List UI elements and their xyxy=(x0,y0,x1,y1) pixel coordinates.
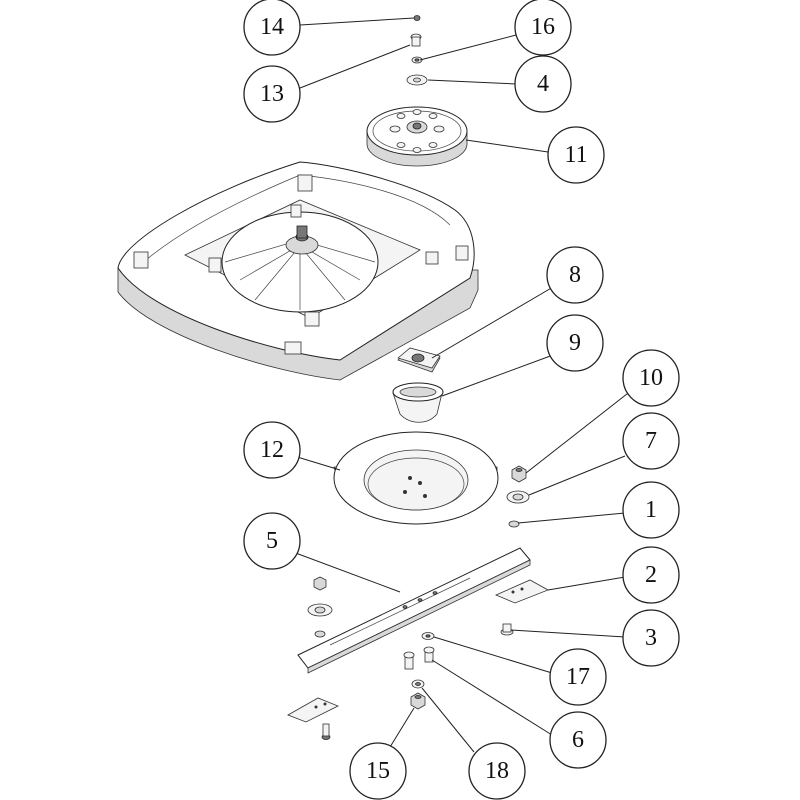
callout-11-label: 11 xyxy=(564,142,587,168)
callout-7-label: 7 xyxy=(645,428,657,454)
callout-13: 13 xyxy=(243,65,301,123)
callout-17: 17 xyxy=(549,648,607,706)
leader-lines xyxy=(292,17,633,753)
callout-12: 12 xyxy=(243,421,301,479)
callout-7: 7 xyxy=(622,412,680,470)
part-17-washer xyxy=(421,632,435,640)
callout-16: 16 xyxy=(514,0,572,56)
callout-14-label: 14 xyxy=(260,14,284,40)
callout-14: 14 xyxy=(243,0,301,56)
callout-9: 9 xyxy=(546,314,604,372)
callout-10-label: 10 xyxy=(639,365,663,391)
callout-2-label: 2 xyxy=(645,562,657,588)
part-15-nut xyxy=(410,692,426,710)
part-2-blade-right xyxy=(494,579,549,604)
part-4-washer xyxy=(406,74,428,86)
callout-9-label: 9 xyxy=(569,330,581,356)
callout-1: 1 xyxy=(622,481,680,539)
callout-5-label: 5 xyxy=(266,528,278,554)
callout-3: 3 xyxy=(622,609,680,667)
part-14-small-screw xyxy=(413,15,421,21)
part-16-washer xyxy=(411,56,423,64)
part-18-washer xyxy=(411,679,425,689)
callout-15-label: 15 xyxy=(366,758,390,784)
part-13-bolt xyxy=(410,33,422,47)
callout-2: 2 xyxy=(622,546,680,604)
part-7-washer xyxy=(506,490,530,504)
part-11-pulley xyxy=(366,106,468,167)
callout-15: 15 xyxy=(349,742,407,800)
callout-10: 10 xyxy=(622,349,680,407)
callout-11: 11 xyxy=(547,126,605,184)
callout-8: 8 xyxy=(546,246,604,304)
part-9-cup xyxy=(392,382,444,423)
left-blade-assembly xyxy=(287,576,339,740)
part-10-nut xyxy=(511,465,527,483)
part-5-blade-bar xyxy=(297,547,531,674)
callout-5: 5 xyxy=(243,512,301,570)
callout-12-label: 12 xyxy=(260,437,284,463)
callout-18: 18 xyxy=(468,742,526,800)
callout-3-label: 3 xyxy=(645,625,657,651)
callout-4-label: 4 xyxy=(537,71,549,97)
part-8-bearing-housing xyxy=(397,347,441,373)
callout-4: 4 xyxy=(514,55,572,113)
callout-8-label: 8 xyxy=(569,262,581,288)
part-3-bolt xyxy=(500,623,514,636)
mower-deck-housing xyxy=(117,161,479,381)
callout-17-label: 17 xyxy=(566,664,590,690)
part-6-bolts xyxy=(403,646,435,670)
callout-6-label: 6 xyxy=(572,727,584,753)
part-12-shroud xyxy=(333,431,499,525)
callout-6: 6 xyxy=(549,711,607,769)
callout-1-label: 1 xyxy=(645,497,657,523)
part-1-nut xyxy=(508,520,520,528)
callout-13-label: 13 xyxy=(260,81,284,107)
callout-16-label: 16 xyxy=(531,14,555,40)
callout-18-label: 18 xyxy=(485,758,509,784)
